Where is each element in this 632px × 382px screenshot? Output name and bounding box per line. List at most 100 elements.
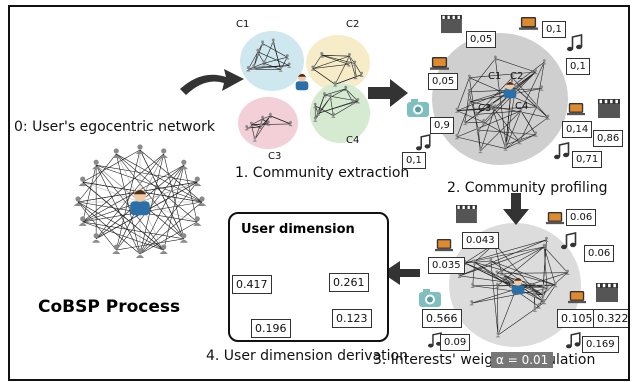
weights-node [565,273,570,275]
c2-node [353,60,357,64]
profile-edge [456,110,484,123]
c3-edge [262,115,271,120]
film-icon [441,19,462,34]
weight-value: 0.169 [582,336,619,353]
c2-node [333,81,337,85]
c2-node [332,84,338,87]
c2-edge [312,55,350,69]
profile-edge [491,105,520,143]
profile-edge [480,107,496,152]
ego-node [179,239,188,243]
music-icon [576,44,582,50]
c4-edge [315,105,334,116]
ego-spoke [82,181,141,203]
profile-edge [505,134,536,145]
c2-node [360,71,364,75]
weight-value: 0.09 [440,334,471,351]
c1-node [278,70,283,72]
weight-value: 0.06 [566,209,597,226]
ego-edge [139,165,185,255]
weights-node [540,295,545,297]
c1-node [279,66,283,70]
music-icon [567,46,573,52]
music-icon [416,146,422,151]
weights-edge [464,260,491,264]
user-icon [513,278,523,281]
ego-edge [115,153,141,255]
profile-node [535,103,538,107]
weights-node [502,272,506,276]
profile-node [476,130,481,133]
c2-node [353,77,358,80]
c4-node [328,94,332,98]
film-icon [608,283,611,288]
ego-edge [139,153,165,255]
ego-node [80,216,86,222]
weights-node [544,240,549,243]
laptop-icon [430,67,449,70]
c4-node [331,112,335,116]
profile-edge [469,77,481,151]
c4-edge [330,97,334,116]
film-icon [452,15,455,19]
c1-edge [262,43,288,58]
weights-node [536,306,542,309]
ego-node [194,216,200,222]
c1-node [255,52,261,55]
c1-node [285,54,289,57]
user-dimension-value: 0.261 [329,273,369,292]
c1-node [271,42,276,44]
profile-edge [520,110,536,135]
c2-node [310,69,316,71]
c4-node [316,110,320,114]
ego-node [75,196,81,202]
ego-edge [183,165,198,222]
c4-node [312,106,318,108]
ego-node [159,251,168,255]
c3-edge [251,124,262,128]
weights-node [531,295,537,298]
weights-node [457,276,462,278]
weights-node [553,285,558,288]
laptop-icon [571,292,583,300]
profile-edge [478,71,536,131]
weights-node [545,236,548,240]
c1-edge [248,62,265,70]
weights-edge [543,246,556,286]
laptop-icon [438,240,450,248]
music-icon [570,242,576,248]
weights-edge [496,272,568,274]
c3-edge [254,115,271,140]
c2-node [354,73,358,77]
weights-node [469,303,474,306]
profile-edge [519,134,536,143]
profile-node [518,111,524,114]
ego-node [78,222,87,226]
c1-node [246,69,251,72]
user-icon [505,82,515,85]
c1-node [252,64,256,68]
ego-edge [116,238,184,251]
c2-node [320,52,324,55]
profile-edge [469,71,536,79]
profile-edge [515,87,549,118]
c4-node [356,98,360,101]
user-icon [511,285,525,295]
weight-value: 0.035 [428,257,465,274]
c3-edge [251,118,263,126]
step-2-label: 2. Community profiling [447,180,608,196]
ego-node [194,176,200,182]
c1-node [271,38,275,42]
laptop-icon [546,221,564,225]
c2-node [346,64,352,67]
profile-edge [464,91,470,123]
ego-node [92,239,101,243]
ego-node [161,244,167,250]
profile-node [479,147,482,151]
profile-c3-label: C3 [478,103,492,114]
weights-node [554,281,557,285]
film-icon [598,104,620,118]
film-icon [613,283,616,288]
ego-edge [82,153,164,223]
ego-edge [77,201,117,251]
